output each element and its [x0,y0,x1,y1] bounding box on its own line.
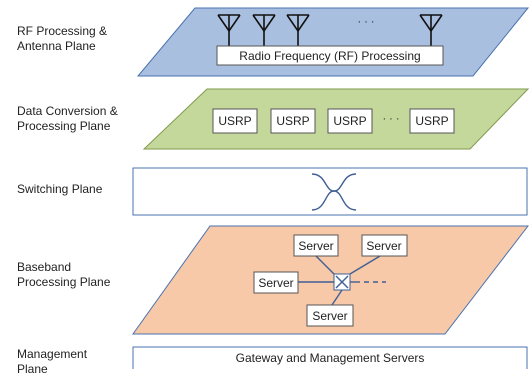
server-box [306,304,354,327]
management-plane [132,346,528,369]
usrp-label: USRP [276,114,309,128]
baseband-switch-icon [335,275,349,289]
server-link [315,255,335,275]
architecture-diagram: RF Processing & Antenna Plane Data Conve… [17,7,530,376]
server-box [361,234,408,257]
baseband-plane [132,225,530,335]
usrp-label: USRP [415,114,448,128]
antenna-icon [252,14,276,46]
planes-drawing: · · · Radio Frequency (RF) Processing US… [132,7,530,369]
plane-label-data-conversion: Data Conversion & Processing Plane [17,104,118,133]
plane-label-switching: Switching Plane [17,182,103,196]
server-box [253,271,299,294]
usrp-label: USRP [218,114,251,128]
crossbar-switch-icon [311,190,357,211]
usrp-box [409,108,455,134]
server-box [293,234,339,257]
usrp-box [212,108,258,134]
server-link [331,289,343,306]
switching-plane [132,167,528,216]
server-link [349,255,381,275]
plane-label-rf: RF Processing & Antenna Plane [17,24,108,53]
rf-antenna-ellipsis: · · · [357,16,374,28]
antenna-icon [286,14,310,46]
server-label: Server [298,239,333,253]
server-label: Server [258,276,293,290]
antenna-icon [419,14,443,46]
server-label: Server [366,239,401,253]
server-label: Server [312,309,347,323]
rf-processing-box [216,45,444,66]
usrp-ellipsis: · · · [382,113,399,125]
antenna-icon [217,14,241,46]
rf-processing-label: Radio Frequency (RF) Processing [239,49,420,63]
usrp-label: USRP [333,114,366,128]
plane-label-baseband: Baseband Processing Plane [17,260,111,289]
management-label: Gateway and Management Servers [236,351,425,365]
usrp-box [327,108,373,134]
usrp-box [270,108,316,134]
rf-plane [136,7,530,77]
